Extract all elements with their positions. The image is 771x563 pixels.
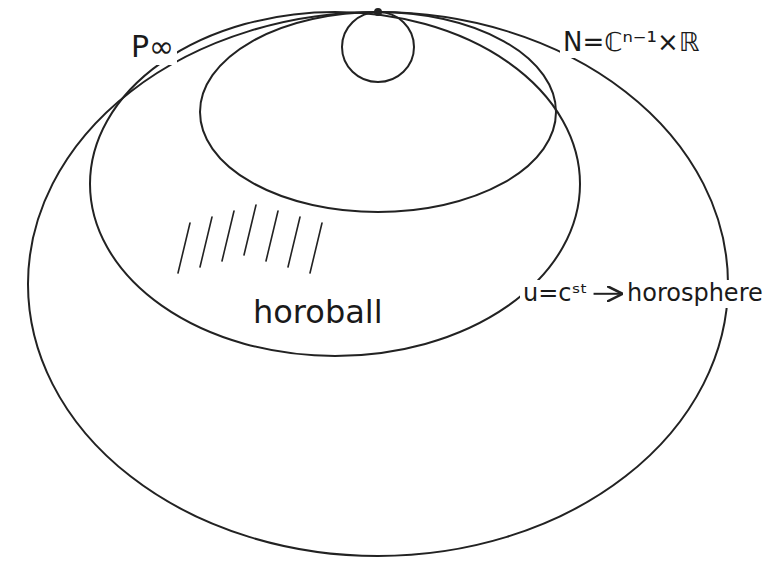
equation-label: u=cˢᵗ xyxy=(520,280,591,308)
region-label: horoball xyxy=(250,294,386,331)
hatching xyxy=(178,205,322,273)
term-label: horosphere xyxy=(624,280,766,308)
hatch-stroke xyxy=(288,217,300,267)
leader-arrow xyxy=(594,293,621,295)
inner-oval xyxy=(200,12,556,212)
point-at-infinity xyxy=(375,9,381,15)
small-circle xyxy=(342,12,414,82)
hatch-stroke xyxy=(266,211,278,261)
leader-layer xyxy=(594,293,621,294)
hatch-stroke xyxy=(310,223,322,273)
space-formula: N=ℂⁿ⁻¹×ℝ xyxy=(560,28,702,58)
outer-oval xyxy=(28,12,728,556)
hatch-stroke xyxy=(222,211,234,261)
hatch-stroke xyxy=(178,223,190,273)
horosphere-oval xyxy=(90,12,580,356)
hatch-stroke xyxy=(200,217,212,267)
point-label: P∞ xyxy=(128,30,177,65)
hatch-stroke xyxy=(244,205,256,255)
